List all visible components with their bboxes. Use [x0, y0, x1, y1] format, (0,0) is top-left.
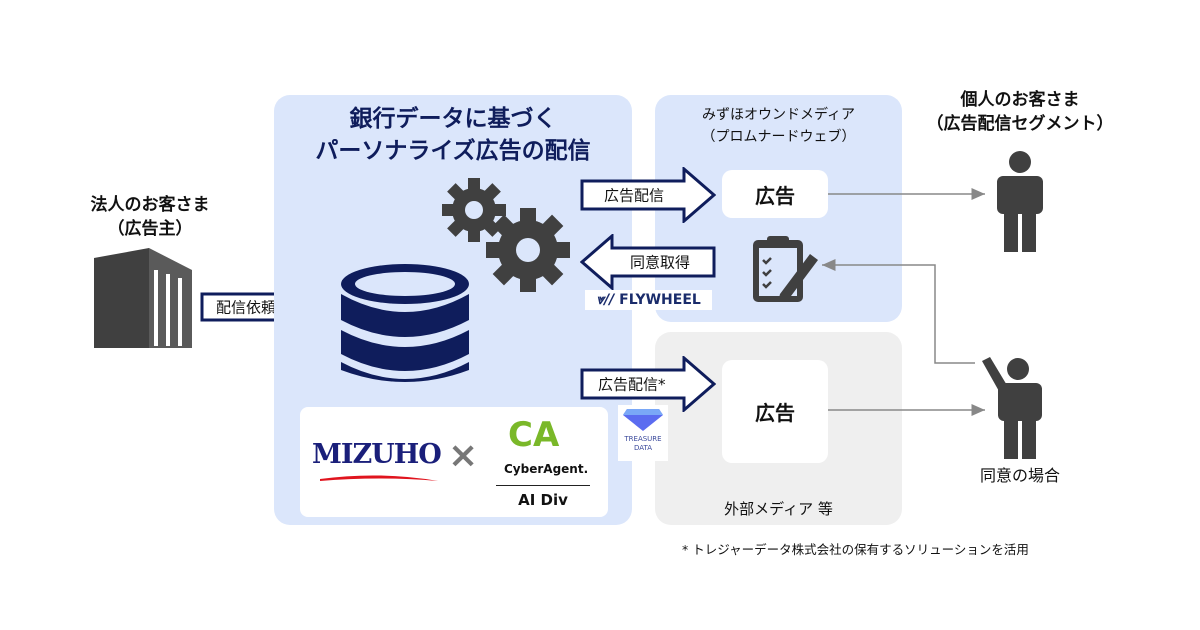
deliver-td-arrow-label: 広告配信*	[598, 375, 666, 394]
owned-media-title: みずほオウンドメディア （プロムナードウェブ）	[655, 104, 902, 148]
database-icon	[341, 264, 469, 382]
owned-media-ad: 広告	[722, 170, 828, 218]
clipboard-icon	[753, 236, 818, 302]
flywheel-logo: ⩔// FLYWHEEL	[585, 290, 712, 310]
deliver-arrow-label: 広告配信	[604, 186, 665, 205]
consent-case-label: 同意の場合	[979, 466, 1060, 485]
partner-logos-box: MIZUHO × CA CyberAgent. AI Div	[300, 407, 608, 517]
advertiser-line1: 法人のお客さま	[90, 195, 210, 215]
flywheel-text: FLYWHEEL	[619, 292, 701, 308]
deliver-arrow: 広告配信	[580, 167, 716, 223]
individual-label: 個人のお客さま （広告配信セグメント）	[910, 88, 1130, 136]
flywheel-mark-icon: ⩔//	[596, 292, 615, 308]
consent-arrow: 同意取得	[580, 234, 716, 290]
gears-icon	[442, 178, 570, 292]
building-icon	[94, 248, 192, 348]
cyberagent-divider	[496, 485, 590, 486]
treasure-diamond-icon	[623, 409, 663, 431]
request-arrow-label: 配信依頼	[216, 298, 277, 317]
individual-line2: （広告配信セグメント）	[926, 114, 1114, 134]
cyberagent-logo: CyberAgent.	[504, 462, 589, 476]
center-title-line2: パーソナライズ広告の配信	[315, 138, 591, 164]
individual-line1: 個人のお客さま	[960, 90, 1080, 110]
consent-arrow-label: 同意取得	[630, 253, 691, 272]
external-media-label: 外部メディア 等	[724, 500, 833, 518]
external-media-ad: 広告	[722, 360, 828, 463]
owned-media-line1: みずほオウンドメディア	[701, 107, 856, 123]
center-title-line1: 銀行データに基づく	[349, 106, 557, 132]
treasure-data-logo: TREASURE DATA	[618, 405, 668, 461]
times-icon: ×	[448, 435, 479, 476]
person-raising-hand-icon	[982, 357, 1042, 459]
owned-media-line2: （プロムナードウェブ）	[701, 129, 856, 145]
ai-div-label: AI Div	[518, 491, 568, 509]
center-panel-title: 銀行データに基づく パーソナライズ広告の配信	[274, 103, 632, 167]
mizuho-logo: MIZUHO	[312, 439, 442, 470]
cyberagent-mark: CA	[508, 415, 560, 455]
mizuho-swoosh	[320, 475, 438, 481]
advertiser-label: 法人のお客さま （広告主）	[60, 193, 240, 241]
deliver-td-arrow: 広告配信*	[580, 356, 716, 412]
advertiser-line2: （広告主）	[107, 219, 193, 239]
person-icon	[997, 151, 1043, 252]
treasure-data-text: TREASURE DATA	[624, 435, 662, 452]
footnote: * トレジャーデータ株式会社の保有するソリューションを活用	[682, 542, 1029, 557]
